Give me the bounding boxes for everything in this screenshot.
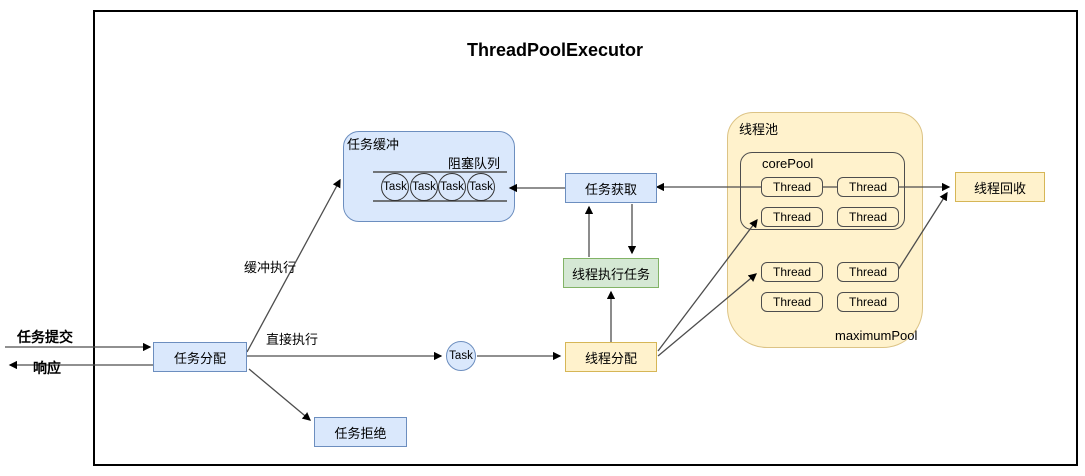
task-submit-label: 任务提交	[17, 329, 73, 345]
thread-recycle-node: 线程回收	[955, 172, 1045, 202]
edge-maxpool-to-recycle	[897, 191, 948, 271]
edge-task-reject	[248, 368, 311, 421]
queue-task-circle: Task	[381, 173, 409, 201]
thread-box: Thread	[837, 262, 899, 282]
task-buffer-label: 任务缓冲	[347, 137, 400, 152]
thread-box: Thread	[761, 292, 823, 312]
edge-buffered-exec	[246, 178, 341, 353]
core-pool-label: corePool	[762, 156, 814, 171]
task-circle: Task	[446, 341, 476, 371]
thread-box: Thread	[761, 177, 823, 197]
thread-box: Thread	[761, 207, 823, 227]
thread-box: Thread	[837, 207, 899, 227]
buffered-exec-label: 缓冲执行	[244, 260, 297, 275]
thread-box: Thread	[761, 262, 823, 282]
task-fetch-node: 任务获取	[565, 173, 657, 203]
edge-dispatch-to-corepool	[657, 218, 758, 352]
queue-task-circle: Task	[438, 173, 466, 201]
thread-dispatch-node: 线程分配	[565, 342, 657, 372]
task-dispatch-node: 任务分配	[153, 342, 247, 372]
thread-execute-node: 线程执行任务	[563, 258, 659, 288]
thread-box: Thread	[837, 177, 899, 197]
blocking-queue-label: 阻塞队列	[447, 156, 500, 171]
thread-pool-label: 线程池	[739, 122, 779, 137]
thread-box: Thread	[837, 292, 899, 312]
queue-task-circle: Task	[467, 173, 495, 201]
edge-dispatch-to-maxpool	[657, 273, 757, 357]
response-label: 响应	[33, 360, 61, 376]
queue-task-circle: Task	[410, 173, 438, 201]
direct-exec-label: 直接执行	[266, 332, 319, 347]
page-title: ThreadPoolExecutor	[466, 40, 644, 60]
task-reject-node: 任务拒绝	[314, 417, 407, 447]
maximum-pool-label: maximumPool	[835, 328, 918, 343]
